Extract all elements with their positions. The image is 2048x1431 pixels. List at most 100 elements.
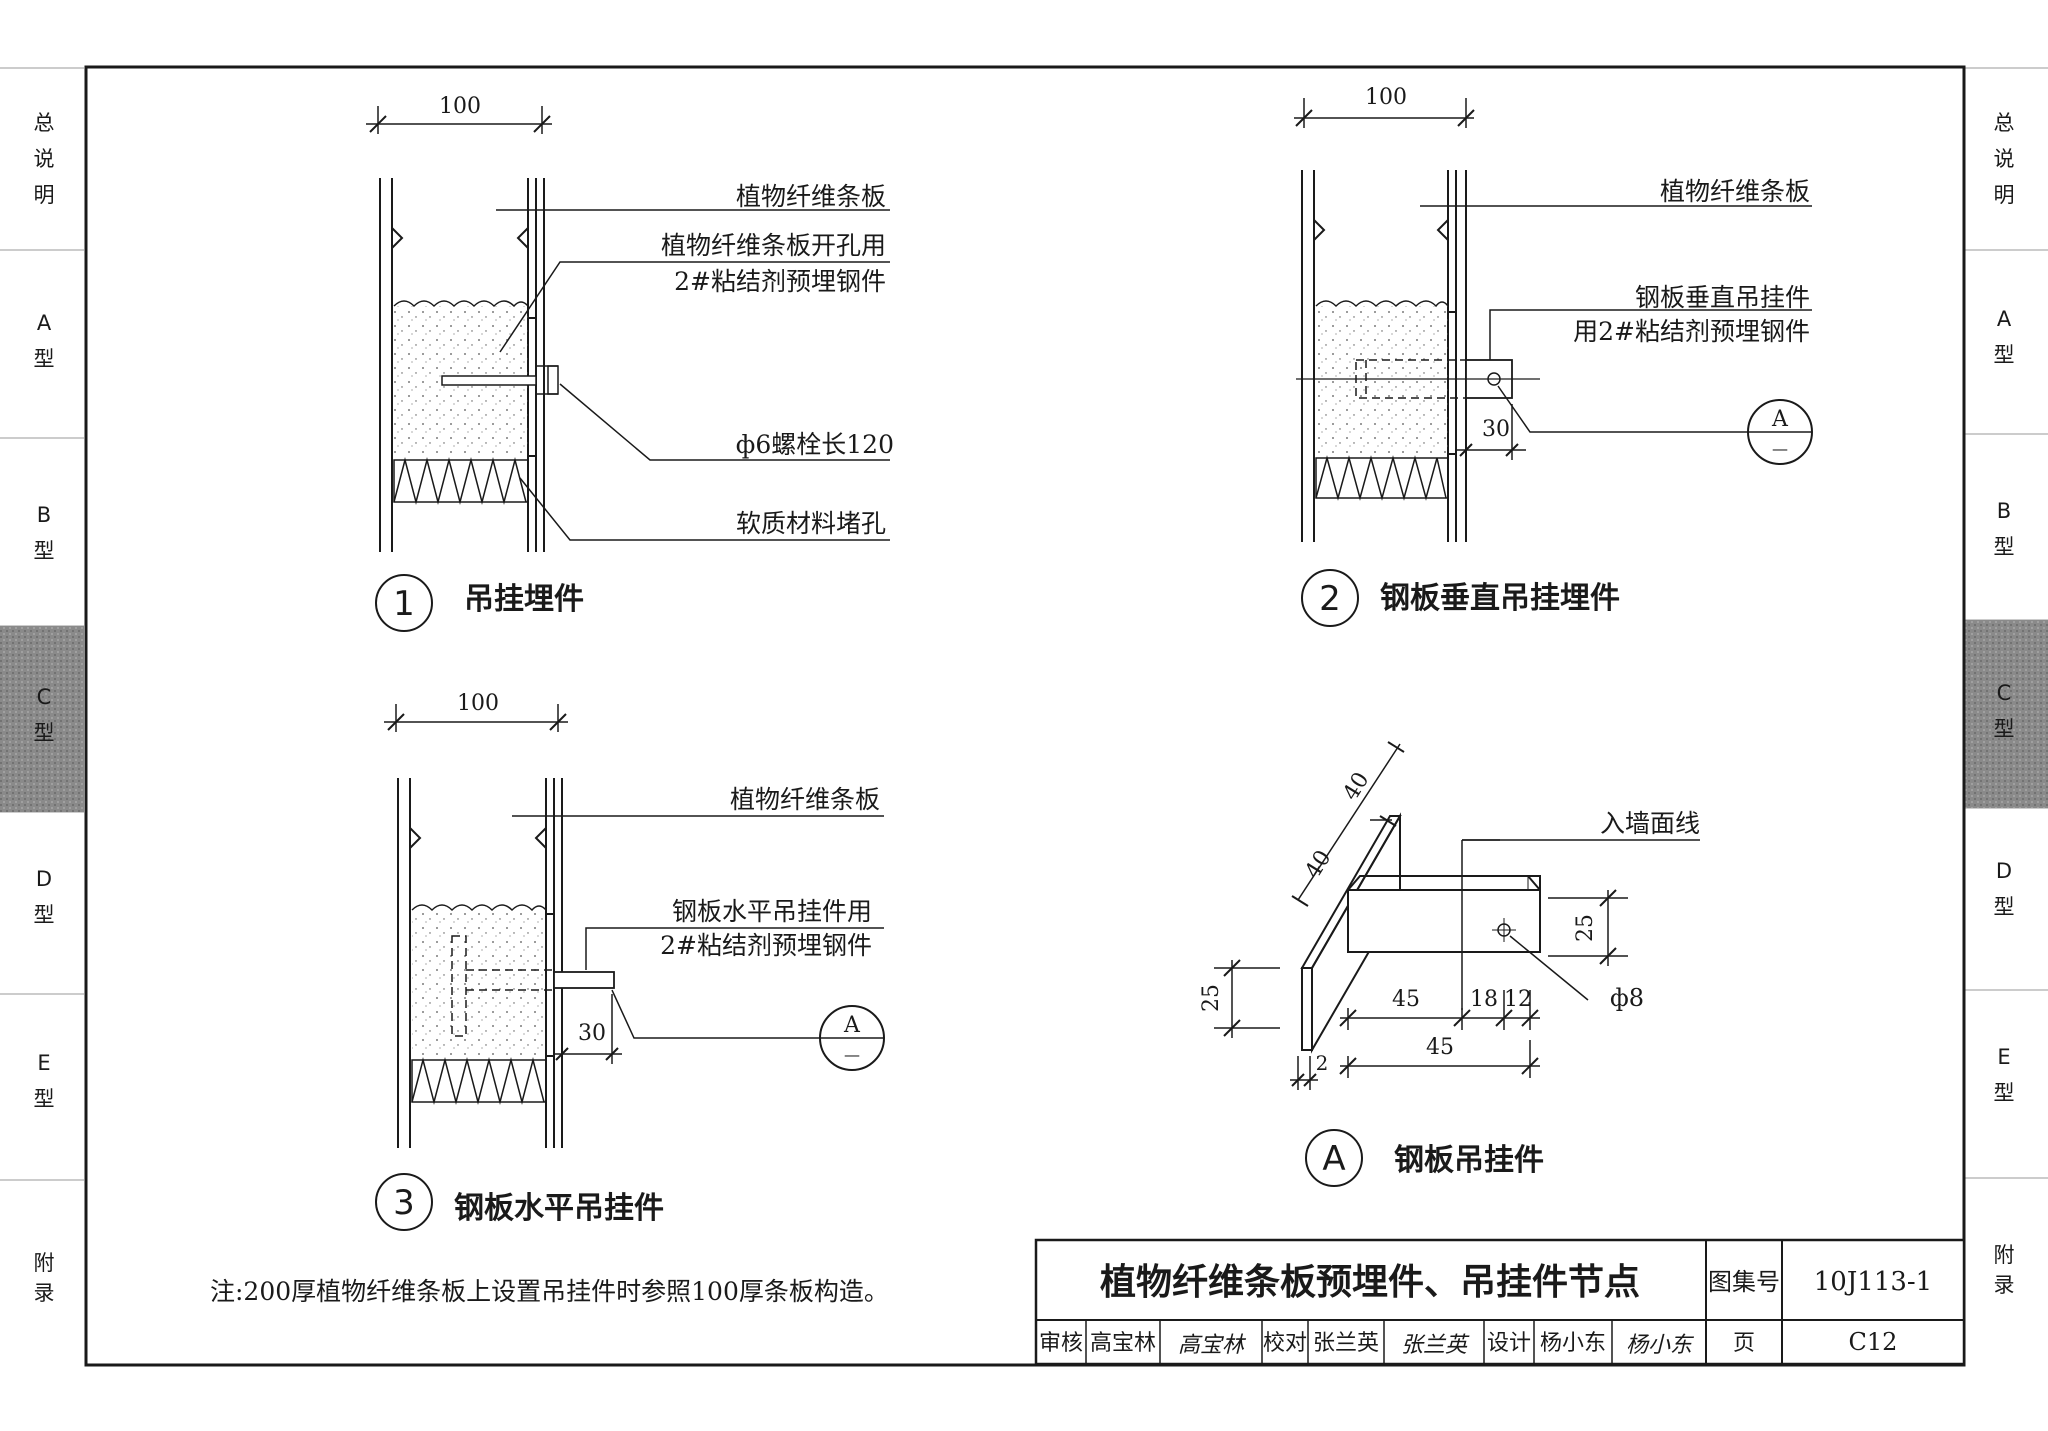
rtab-appendix-2[interactable]: 录	[1994, 1273, 2015, 1297]
detail-3-number: 3	[393, 1183, 415, 1223]
tab-appendix-1[interactable]: 附	[34, 1251, 55, 1275]
active-tab-c-right	[1964, 620, 2048, 808]
detail-3-ref-letter: A	[843, 1013, 861, 1038]
detail-a-dim-40a: 40	[1338, 768, 1374, 805]
rtab-d-type[interactable]: 型	[1994, 895, 2015, 919]
detail-3-dim-30: 30	[578, 1021, 606, 1046]
rtab-b-letter[interactable]: B	[1997, 499, 2011, 523]
detail-3-label-plate-2: 2#粘结剂预埋钢件	[660, 931, 872, 960]
detail-a	[1214, 741, 1700, 1187]
rtab-c-type[interactable]: 型	[1994, 717, 2015, 741]
detail-1-label-drill-1: 植物纤维条板开孔用	[661, 231, 886, 260]
drawing-note: 注:200厚植物纤维条板上设置吊挂件时参照100厚条板构造。	[210, 1277, 889, 1306]
tab-overview-2[interactable]: 说	[34, 147, 55, 171]
detail-a-dim-2: 2	[1316, 1051, 1329, 1075]
atlas-number: 10J113-1	[1814, 1267, 1932, 1297]
title-block-text: 植物纤维条板预埋件、吊挂件节点 图集号 10J113-1 审核 高宝林 高宝林 …	[1039, 1262, 1932, 1358]
designer-name: 杨小东	[1540, 1331, 1606, 1356]
tab-a-type[interactable]: 型	[34, 347, 55, 371]
detail-a-dim-45b: 45	[1426, 1035, 1454, 1060]
page-number: C12	[1849, 1328, 1898, 1356]
detail-a-dim-25a: 25	[1573, 914, 1598, 942]
detail-2-dim-100: 100	[1365, 85, 1407, 110]
active-tab-c-left	[0, 626, 84, 812]
detail-2-label-board: 植物纤维条板	[1660, 177, 1810, 206]
side-tabs-left: 总 说 明 A 型 B 型 C 型 D 型 E 型 附 录	[0, 67, 84, 1305]
detail-2-number: 2	[1319, 579, 1341, 619]
detail-1-dim-100: 100	[439, 94, 481, 119]
detail-a-dim-12: 12	[1504, 987, 1532, 1012]
detail-1-title: 吊挂埋件	[464, 582, 584, 617]
detail-a-title: 钢板吊挂件	[1394, 1143, 1544, 1178]
detail-1-label-board: 植物纤维条板	[736, 182, 886, 211]
checker-signature: 张兰英	[1401, 1333, 1470, 1358]
detail-2-text: 100 植物纤维条板 钢板垂直吊挂件 用2#粘结剂预埋钢件 30 A — 2 钢…	[1319, 85, 1810, 619]
reviewer-name: 高宝林	[1090, 1331, 1156, 1356]
design-label: 设计	[1487, 1331, 1531, 1356]
rtab-a-letter[interactable]: A	[1997, 307, 2012, 331]
detail-1-number: 1	[393, 584, 415, 624]
detail-3-title: 钢板水平吊挂件	[454, 1191, 664, 1226]
detail-3-dim-100: 100	[457, 691, 499, 716]
reviewer-signature: 高宝林	[1178, 1333, 1247, 1358]
detail-a-dim-45a: 45	[1392, 987, 1420, 1012]
detail-2	[1294, 98, 1813, 627]
detail-1-label-bolt: ф6螺栓长120	[736, 430, 894, 459]
tab-a-letter[interactable]: A	[37, 311, 52, 335]
detail-a-dim-40b: 40	[1300, 846, 1336, 883]
detail-a-text: 入墙面线 40 40 25 25 45 18 12 45 2 ф8 A 钢板吊挂…	[1199, 768, 1700, 1179]
tab-overview-3[interactable]: 明	[34, 183, 55, 207]
rtab-overview-1[interactable]: 总	[1994, 111, 2015, 135]
detail-a-wall-line: 入墙面线	[1600, 809, 1700, 838]
atlas-label: 图集号	[1708, 1268, 1780, 1296]
page-label: 页	[1733, 1331, 1755, 1356]
detail-1-label-soft: 软质材料堵孔	[736, 509, 886, 538]
check-label: 校对	[1263, 1331, 1307, 1356]
tab-c-type[interactable]: 型	[34, 721, 55, 745]
detail-3-ref-dash: —	[844, 1045, 860, 1064]
rtab-overview-2[interactable]: 说	[1994, 147, 2015, 171]
detail-2-label-plate-2: 用2#粘结剂预埋钢件	[1573, 317, 1810, 346]
tab-c-letter[interactable]: C	[37, 685, 52, 709]
detail-a-dim-18: 18	[1470, 987, 1498, 1012]
detail-2-dim-30: 30	[1482, 417, 1510, 442]
detail-3-label-plate-1: 钢板水平吊挂件用	[672, 897, 872, 926]
tab-d-type[interactable]: 型	[34, 903, 55, 927]
tab-overview-1[interactable]: 总	[34, 111, 55, 135]
detail-a-dim-25b: 25	[1199, 984, 1224, 1012]
checker-name: 张兰英	[1313, 1331, 1379, 1356]
tab-b-type[interactable]: 型	[34, 539, 55, 563]
rtab-a-type[interactable]: 型	[1994, 343, 2015, 367]
detail-3-text: 100 植物纤维条板 钢板水平吊挂件用 2#粘结剂预埋钢件 30 A — 3 钢…	[393, 691, 880, 1226]
rtab-c-letter[interactable]: C	[1997, 681, 2012, 705]
tab-b-letter[interactable]: B	[37, 503, 51, 527]
sheet-title: 植物纤维条板预埋件、吊挂件节点	[1100, 1262, 1640, 1303]
rtab-overview-3[interactable]: 明	[1994, 183, 2015, 207]
review-label: 审核	[1039, 1331, 1083, 1356]
detail-2-label-plate-1: 钢板垂直吊挂件	[1635, 283, 1810, 312]
rtab-e-letter[interactable]: E	[1997, 1045, 2010, 1069]
designer-signature: 杨小东	[1626, 1333, 1695, 1358]
rtab-d-letter[interactable]: D	[1996, 859, 2012, 883]
title-block	[1034, 1238, 1966, 1366]
rtab-appendix-1[interactable]: 附	[1994, 1243, 2015, 1267]
drawing-frame	[84, 65, 1966, 1367]
side-tabs-right: 总 说 明 A 型 B 型 C 型 D 型 E 型 附 录	[1964, 67, 2048, 1297]
detail-2-title: 钢板垂直吊挂埋件	[1380, 581, 1620, 616]
tab-d-letter[interactable]: D	[36, 867, 52, 891]
rtab-b-type[interactable]: 型	[1994, 535, 2015, 559]
tab-e-letter[interactable]: E	[37, 1051, 50, 1075]
detail-1-text: 100 植物纤维条板 植物纤维条板开孔用 2#粘结剂预埋钢件 ф6螺栓长120 …	[393, 94, 894, 624]
tab-e-type[interactable]: 型	[34, 1087, 55, 1111]
detail-2-ref-letter: A	[1771, 407, 1789, 432]
detail-a-letter: A	[1322, 1139, 1345, 1179]
rtab-e-type[interactable]: 型	[1994, 1081, 2015, 1105]
tab-appendix-2[interactable]: 录	[34, 1281, 55, 1305]
detail-1-label-drill-2: 2#粘结剂预埋钢件	[674, 267, 886, 296]
detail-1	[366, 106, 890, 632]
detail-a-hole: ф8	[1610, 984, 1644, 1012]
detail-2-ref-dash: —	[1772, 439, 1788, 458]
detail-3	[375, 704, 885, 1231]
detail-3-label-board: 植物纤维条板	[730, 785, 880, 814]
